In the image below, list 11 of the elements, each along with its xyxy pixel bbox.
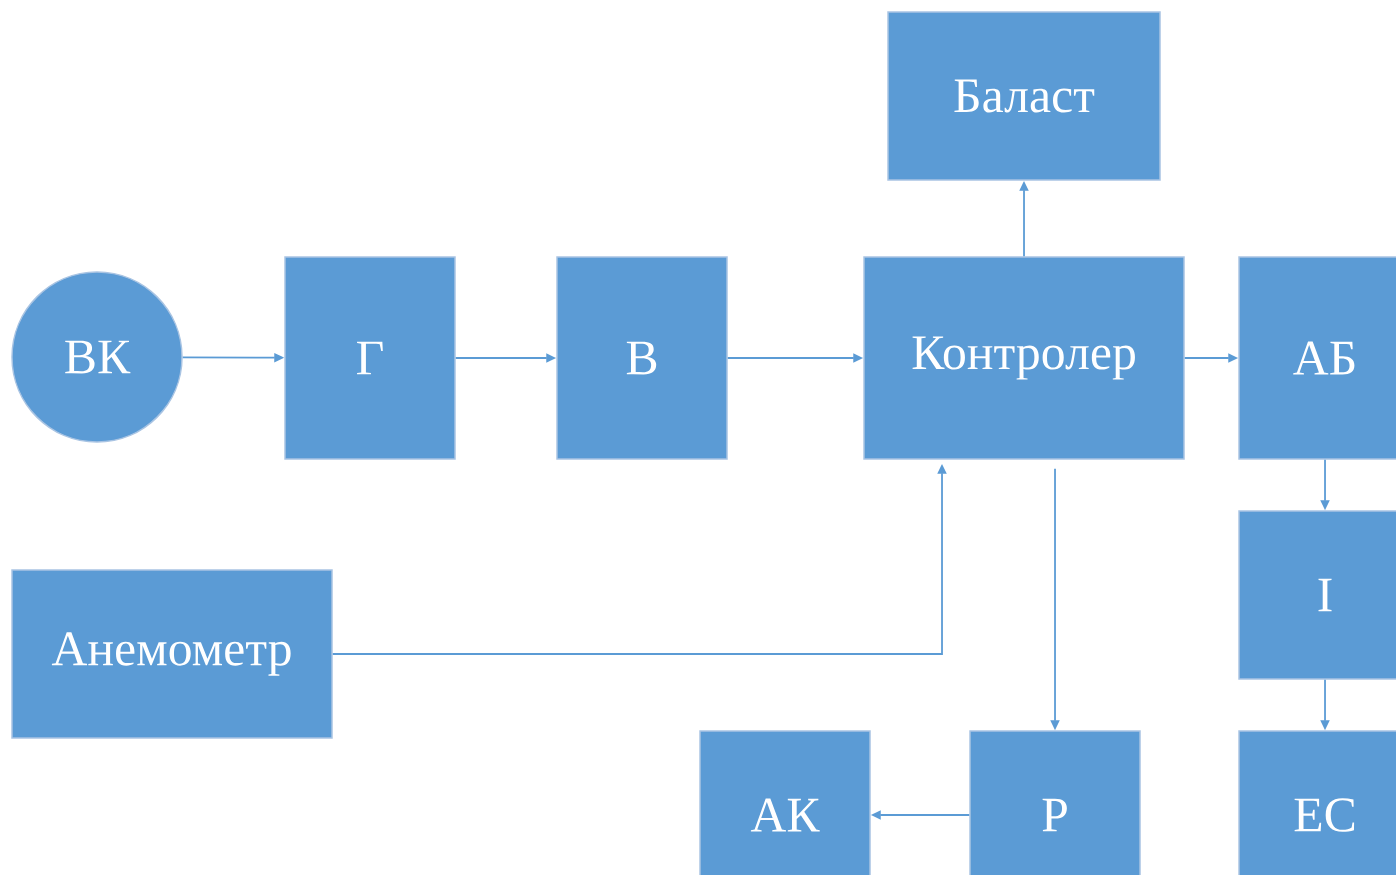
process-box: Баласт: [887, 11, 1161, 181]
circle-node: ВК: [11, 271, 183, 443]
process-box: АБ: [1238, 256, 1396, 460]
process-box: Анемометр: [11, 569, 333, 739]
process-box: I: [1238, 510, 1396, 680]
process-box: АК: [699, 730, 871, 875]
process-box: Г: [284, 256, 456, 460]
process-box: ЕС: [1238, 730, 1396, 875]
process-box: Контролер: [863, 256, 1185, 460]
process-box: В: [556, 256, 728, 460]
process-box: Р: [969, 730, 1141, 875]
